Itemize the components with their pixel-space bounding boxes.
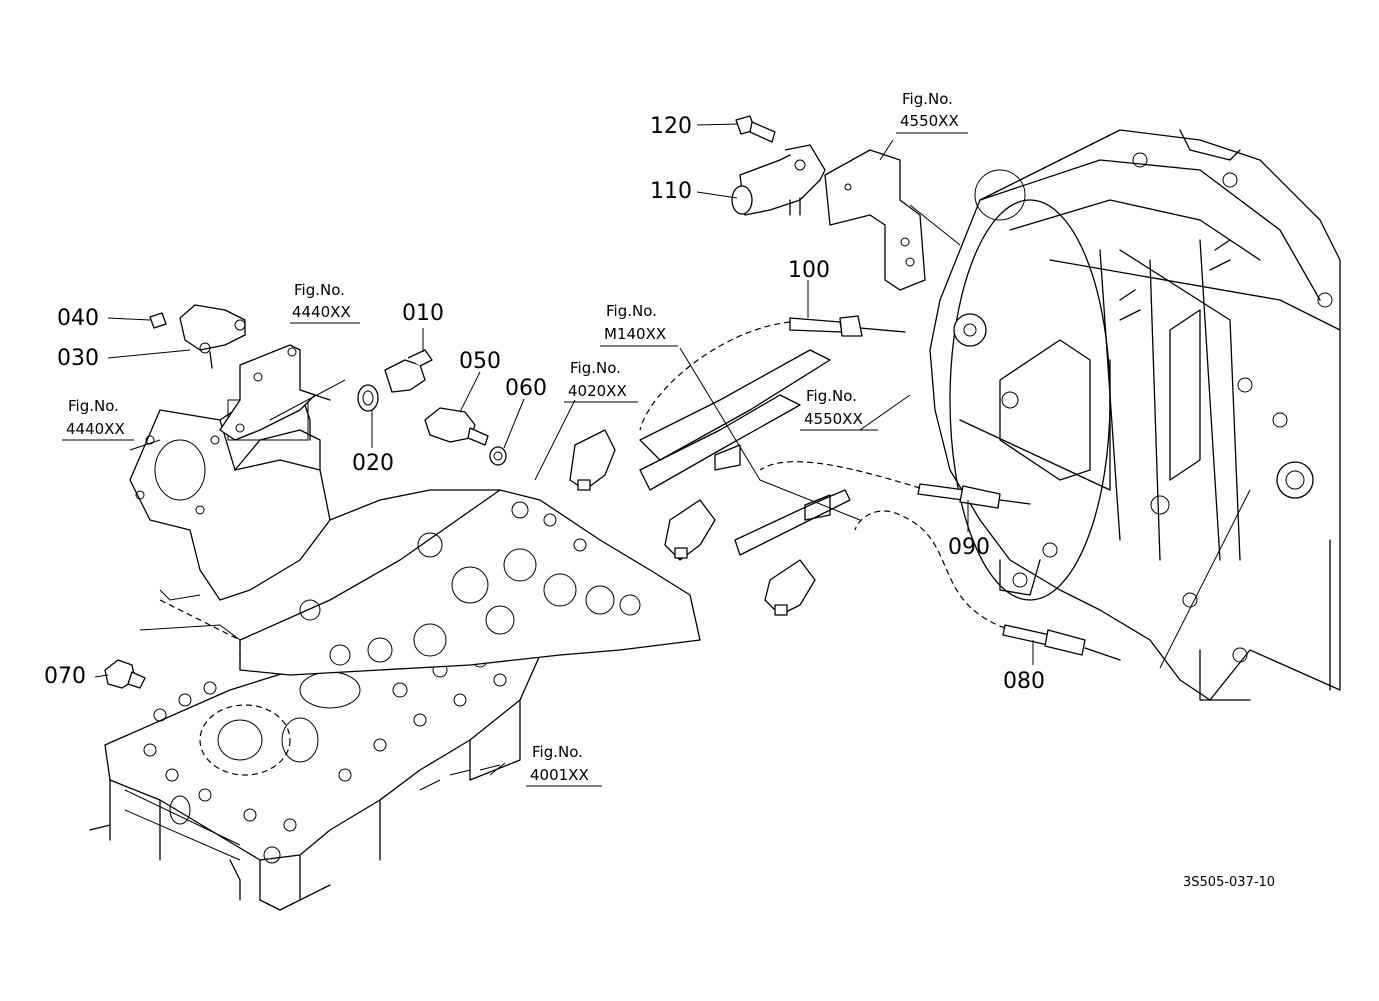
bolt-040-part[interactable]	[149, 312, 167, 329]
svg-text:4440XX: 4440XX	[292, 303, 351, 321]
svg-text:4550XX: 4550XX	[900, 112, 959, 130]
svg-text:4001XX: 4001XX	[530, 766, 589, 784]
temp-sensor-090-part[interactable]	[664, 461, 1031, 561]
sensor-070-part[interactable]	[104, 659, 146, 689]
part-label-020[interactable]: 020	[352, 451, 394, 476]
fig-ref-4440-top[interactable]: Fig.No. 4440XX	[290, 281, 360, 324]
part-label-030[interactable]: 030	[57, 346, 99, 371]
leader-lines	[94, 123, 1251, 776]
svg-text:Fig.No.: Fig.No.	[68, 397, 119, 415]
part-label-110[interactable]: 110	[650, 179, 692, 204]
fig-ref-4550-mid[interactable]: Fig.No. 4550XX	[800, 387, 878, 431]
fig-ref-4020[interactable]: Fig.No. 4020XX	[564, 359, 638, 403]
svg-text:Fig.No.: Fig.No.	[294, 281, 345, 299]
sensor-050-part[interactable]	[424, 407, 489, 446]
sensor-010-part[interactable]	[384, 349, 433, 393]
part-label-040[interactable]: 040	[57, 306, 99, 331]
svg-text:Fig.No.: Fig.No.	[806, 387, 857, 405]
gasket-020-part[interactable]	[357, 384, 379, 412]
svg-text:M140XX: M140XX	[604, 325, 666, 343]
svg-text:Fig.No.: Fig.No.	[570, 359, 621, 377]
temp-sensor-080-part[interactable]	[764, 510, 1121, 661]
part-label-080[interactable]: 080	[1003, 669, 1045, 694]
bracket-4440-drawing	[219, 344, 316, 441]
part-label-060[interactable]: 060	[505, 376, 547, 401]
sensor-030-part[interactable]	[179, 304, 246, 369]
svg-text:4440XX: 4440XX	[66, 420, 125, 438]
fig-references: Fig.No. 4550XX Fig.No. 4440XX Fig.No. 44…	[62, 90, 968, 787]
pressure-sensor-110-part[interactable]	[731, 144, 826, 216]
harness-clips-drawing	[639, 349, 851, 556]
bracket-4550-drawing	[824, 149, 926, 291]
fig-ref-4001[interactable]: Fig.No. 4001XX	[526, 743, 602, 787]
svg-text:Fig.No.: Fig.No.	[606, 302, 657, 320]
fig-ref-4440-left[interactable]: Fig.No. 4440XX	[62, 397, 134, 441]
part-label-050[interactable]: 050	[459, 349, 501, 374]
part-label-090[interactable]: 090	[948, 535, 990, 560]
fig-ref-m140[interactable]: Fig.No. M140XX	[600, 302, 678, 347]
svg-text:4550XX: 4550XX	[804, 410, 863, 428]
gasket-060-part[interactable]	[489, 446, 507, 466]
drawing-code: 3S505-037-10	[1183, 875, 1275, 890]
svg-text:Fig.No.: Fig.No.	[532, 743, 583, 761]
part-label-070[interactable]: 070	[44, 664, 86, 689]
part-label-100[interactable]: 100	[788, 258, 830, 283]
fig-ref-4550-top[interactable]: Fig.No. 4550XX	[896, 90, 968, 134]
part-label-120[interactable]: 120	[650, 114, 692, 139]
svg-text:Fig.No.: Fig.No.	[902, 90, 953, 108]
part-label-010[interactable]: 010	[402, 301, 444, 326]
bolt-120-part[interactable]	[735, 115, 776, 143]
temp-sensor-100-part[interactable]	[569, 315, 906, 491]
svg-text:4020XX: 4020XX	[568, 382, 627, 400]
dpf-muffler-drawing	[929, 129, 1341, 701]
part-number-labels: 120 110 100 040 030 010 050 060 020 070 …	[44, 114, 1045, 694]
